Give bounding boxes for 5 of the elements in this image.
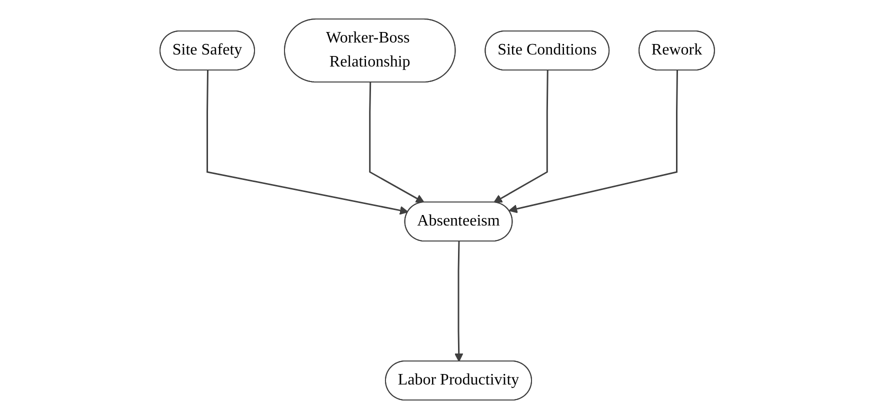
arrow [454,241,464,362]
arrow [508,70,678,214]
arrow [369,82,425,203]
arrow [206,70,409,215]
arrow [494,70,549,203]
